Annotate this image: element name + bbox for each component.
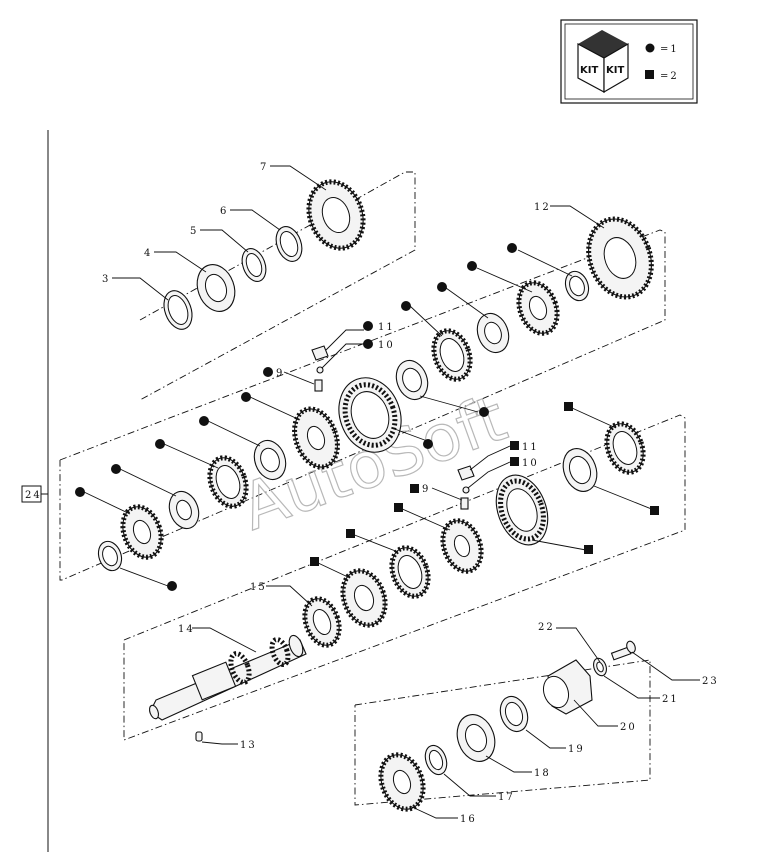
callout-21: 21	[662, 694, 679, 705]
hub-lower-left	[168, 490, 200, 530]
leader-lines	[83, 165, 700, 819]
spring-9-lower	[460, 497, 469, 510]
washer-left	[97, 540, 123, 572]
callout-12: 12	[534, 202, 551, 213]
needle-bearing-15	[302, 596, 342, 648]
bearing-18	[456, 714, 496, 762]
callout-17: 17	[498, 792, 515, 803]
pin-13	[195, 731, 203, 742]
washer-17	[424, 744, 448, 776]
sleeve-lower	[495, 474, 549, 546]
kit-box-icon: KIT KIT	[577, 30, 629, 94]
callout-9-lower: 9	[422, 484, 430, 495]
kit-legend: KIT KIT =1 =2	[560, 19, 698, 104]
hub-gear-upper	[292, 406, 340, 470]
housing-20	[542, 659, 593, 715]
cone-upper	[395, 359, 429, 401]
synchro-ring-mid	[207, 455, 249, 509]
callout-11-upper: 11	[378, 322, 395, 333]
spring-9-upper	[314, 379, 323, 392]
hub-upper	[476, 312, 510, 354]
synchro-ring-upper	[431, 328, 473, 382]
legend-circle-marker	[645, 43, 655, 53]
washer-upper-right	[564, 270, 590, 302]
legend-square-marker	[645, 70, 654, 79]
callout-14: 14	[178, 624, 195, 635]
gear-small-upper	[516, 280, 560, 336]
gear-12	[586, 216, 654, 300]
synchro-ring-lower-mid	[389, 545, 431, 599]
callout-22: 22	[538, 622, 555, 633]
legend-circle-text: =1	[660, 44, 679, 55]
bearing-4	[196, 264, 236, 312]
gear-7	[306, 179, 366, 251]
bolt-23	[610, 640, 636, 661]
shaft-14	[148, 634, 307, 721]
section-reference: 24	[21, 130, 49, 852]
callout-6: 6	[220, 206, 228, 217]
gear-small-left	[120, 504, 164, 560]
kit-label-right: KIT	[606, 65, 624, 76]
callout-16: 16	[460, 814, 477, 825]
callout-7: 7	[260, 162, 268, 173]
callout-10-upper: 10	[378, 340, 395, 351]
callout-18: 18	[534, 768, 551, 779]
clip-11-upper	[311, 345, 329, 361]
synchro-ring-lower-right	[604, 421, 646, 475]
hub-gear-lower	[440, 518, 484, 574]
callout-4: 4	[144, 248, 152, 259]
washer-5	[241, 248, 267, 282]
callout-20: 20	[620, 722, 637, 733]
snap-ring-3	[163, 290, 193, 330]
cone-lower-right	[562, 448, 598, 492]
cone-mid	[253, 439, 287, 481]
callout-10-lower: 10	[522, 458, 539, 469]
callout-9-upper: 9	[276, 368, 284, 379]
section-ref-label: 24	[25, 490, 42, 501]
gear-16	[378, 752, 426, 812]
kit-2-markers	[310, 402, 659, 566]
gear-lower-mid	[340, 568, 388, 628]
callout-23: 23	[702, 676, 719, 687]
callout-19: 19	[568, 744, 585, 755]
ball-10-lower	[462, 486, 470, 494]
washer-6	[275, 226, 303, 262]
washer-21	[593, 657, 607, 677]
callout-11-lower: 11	[522, 442, 539, 453]
ball-10-upper	[316, 366, 324, 374]
kit-1-markers	[75, 243, 517, 591]
callout-labels: 3 4 5 6 7 11 10 9 12 11 10 9 15 14 13 22…	[102, 162, 719, 825]
callout-13: 13	[240, 740, 257, 751]
sleeve-upper	[338, 377, 402, 453]
callout-3: 3	[102, 274, 110, 285]
callout-15: 15	[250, 582, 267, 593]
kit-label-left: KIT	[580, 65, 598, 76]
legend-square-text: =2	[660, 71, 679, 82]
ring-19	[499, 695, 529, 733]
callout-5: 5	[190, 226, 198, 237]
